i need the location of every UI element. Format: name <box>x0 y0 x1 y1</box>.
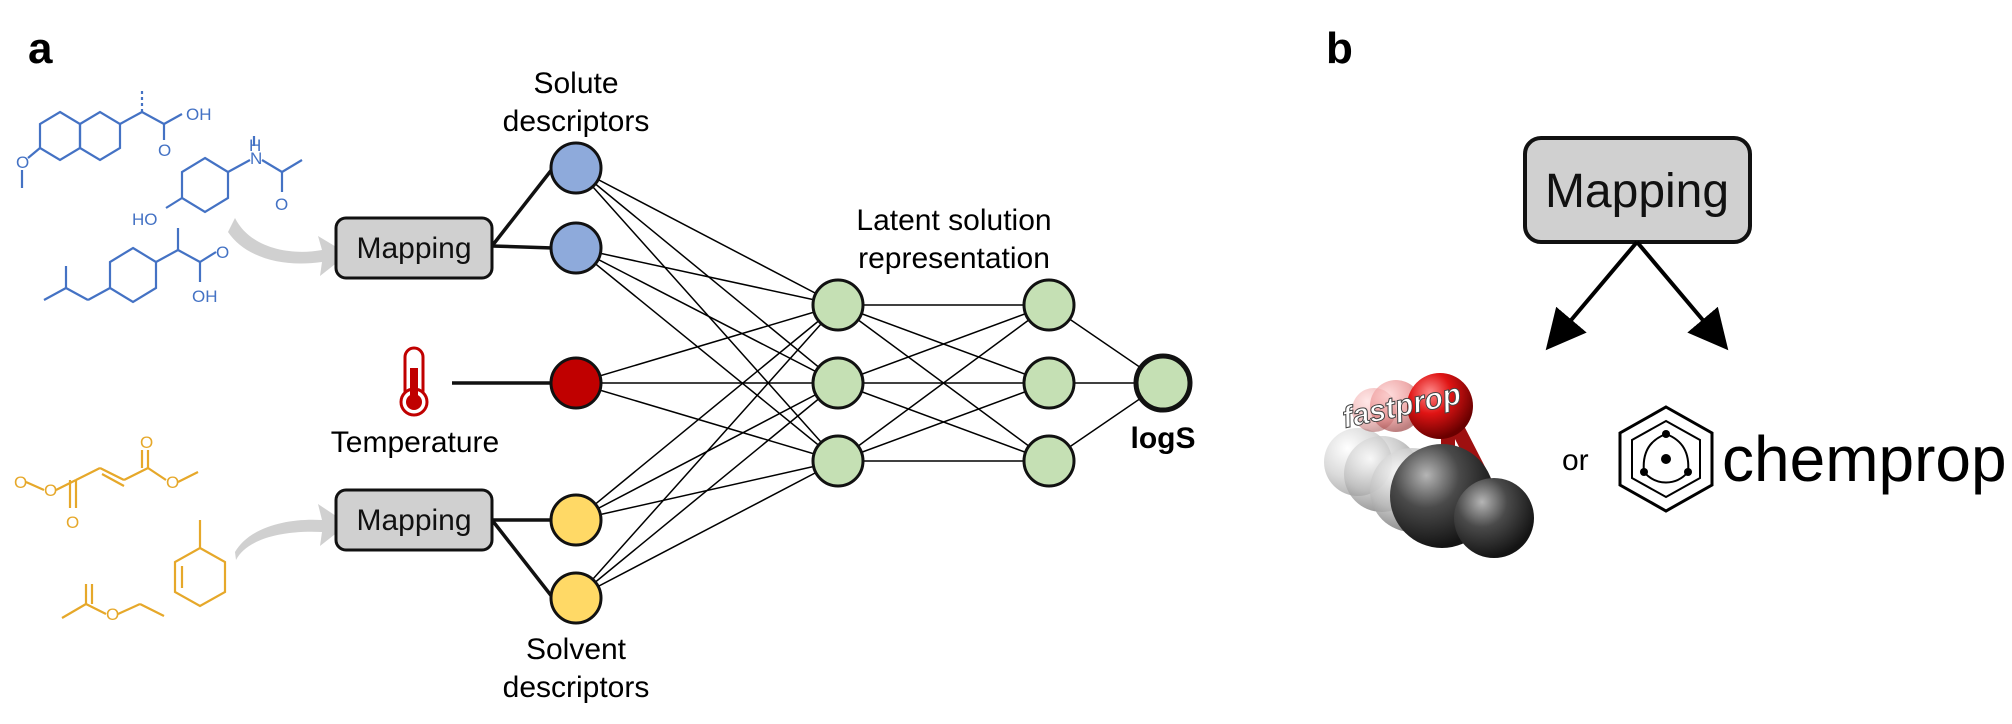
network-edge <box>575 304 839 521</box>
hidden-node <box>811 278 865 332</box>
network-edge <box>575 382 839 462</box>
input-arrow-icon <box>235 504 348 560</box>
label-line: representation <box>858 242 1050 275</box>
solute-atom-labels: OH O O H N HO O O OH <box>16 105 288 306</box>
atom-label: O <box>166 473 179 492</box>
network-edge <box>575 304 839 599</box>
network-edge <box>837 304 1050 462</box>
label-line: Solute <box>533 67 618 100</box>
label-line: Solvent <box>526 633 627 666</box>
solute-descriptors-label: Solute descriptors <box>503 67 650 138</box>
solvent-node <box>549 493 603 547</box>
atom-label: OH <box>192 287 218 306</box>
mapping-box-solute: Mapping <box>334 216 494 280</box>
thermometer-icon <box>399 346 429 417</box>
network-edge <box>575 167 839 462</box>
atom-label: O <box>106 605 119 624</box>
hidden-node <box>1133 353 1193 413</box>
mapping-label: Mapping <box>356 504 471 537</box>
label-line: descriptors <box>503 105 650 138</box>
atom-label: O <box>275 195 288 214</box>
label-line: descriptors <box>503 671 650 704</box>
solute-molecules <box>20 90 303 304</box>
mapping-connectors <box>452 166 555 600</box>
atom-label: O <box>44 481 57 500</box>
chemprop-logo-icon <box>1618 405 1714 513</box>
atom-label: OH <box>186 105 212 124</box>
solvent-descriptors-label: Solvent descriptors <box>503 633 650 704</box>
input-arrow-icon <box>228 218 348 276</box>
hidden-node <box>1022 434 1076 488</box>
network-edge <box>575 460 839 599</box>
network-edge <box>575 247 839 306</box>
atom-label: O <box>16 153 29 172</box>
hidden-node <box>1022 278 1076 332</box>
network-edge <box>575 167 839 384</box>
or-label: or <box>1562 444 1589 477</box>
hidden-node <box>1022 356 1076 410</box>
atom-label: HO <box>132 210 158 229</box>
network-edge <box>575 304 839 384</box>
network-edge <box>575 382 839 599</box>
network-edge <box>575 167 839 306</box>
atom-label: O <box>140 433 153 452</box>
panel-label-a: a <box>28 24 53 73</box>
solute-node <box>549 221 603 275</box>
mapping-label: Mapping <box>356 232 471 265</box>
latent-representation-label: Latent solution representation <box>856 204 1051 275</box>
atom-label: O <box>14 473 27 492</box>
solvent-node <box>549 571 603 625</box>
output-label: logS <box>1131 422 1196 455</box>
solute-node <box>549 141 603 195</box>
hidden-node <box>811 356 865 410</box>
mapping-label: Mapping <box>1545 165 1729 218</box>
hidden-node <box>811 434 865 488</box>
network-edge <box>837 304 1050 384</box>
network-edge <box>575 247 839 462</box>
atom-label: N <box>250 149 262 168</box>
temperature-label: Temperature <box>331 426 499 459</box>
network-edge <box>837 382 1050 462</box>
network-edge <box>575 247 839 384</box>
solvent-molecules <box>25 450 227 619</box>
label-line: Latent solution <box>856 204 1051 237</box>
atom-label: O <box>216 243 229 262</box>
fastprop-logo-icon: fastprop <box>1324 373 1534 558</box>
solvent-atom-labels: O O O O O O <box>14 433 179 624</box>
network-nodes <box>549 141 1193 625</box>
temperature-node <box>549 356 603 410</box>
atom-label: O <box>158 141 171 160</box>
atom-label: O <box>66 513 79 532</box>
atom-label: H <box>249 136 261 155</box>
chemprop-text: chemprop <box>1722 423 2007 495</box>
network-edges <box>575 167 1164 599</box>
mapping-box-panel-b: Mapping <box>1523 136 1752 244</box>
branch-arrows <box>1545 240 1729 351</box>
mapping-box-solvent: Mapping <box>334 488 494 552</box>
panel-label-b: b <box>1326 24 1353 73</box>
